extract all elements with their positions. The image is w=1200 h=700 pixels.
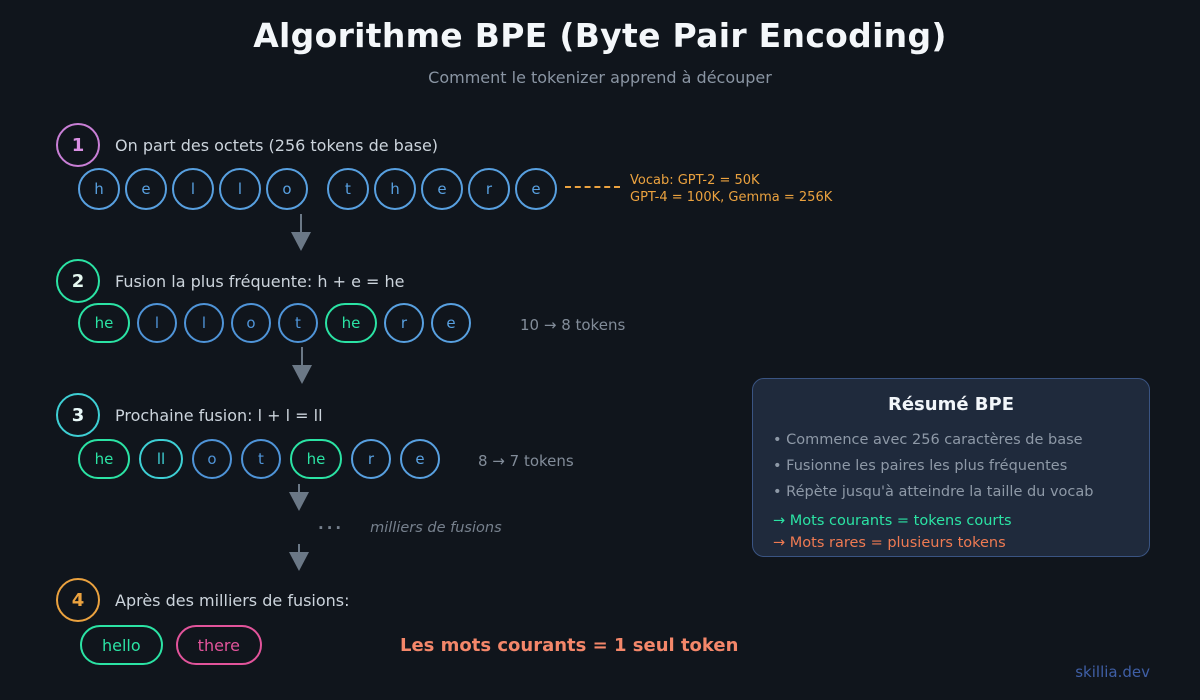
step-4-number: 4 bbox=[71, 589, 85, 611]
token: e bbox=[431, 303, 471, 343]
summary-title: Résumé BPE bbox=[887, 394, 1015, 415]
token-row-2: he l l o t he r e bbox=[78, 303, 478, 343]
summary-note-rare-words: → Mots rares = plusieurs tokens bbox=[773, 535, 1006, 551]
down-arrow-icon bbox=[289, 484, 309, 511]
step-1-number: 1 bbox=[71, 134, 85, 156]
arrow-stem bbox=[297, 544, 301, 552]
step-3-badge: 3 bbox=[56, 393, 100, 437]
token: o bbox=[266, 168, 308, 210]
token: e bbox=[515, 168, 557, 210]
token: r bbox=[384, 303, 424, 343]
step-1-header: 1 On part des octets (256 tokens de base… bbox=[56, 123, 438, 167]
step-4-badge: 4 bbox=[56, 578, 100, 622]
summary-bullet-list: • Commence avec 256 caractères de base •… bbox=[773, 432, 1129, 500]
arrow-head bbox=[289, 552, 309, 571]
down-arrow-icon bbox=[291, 214, 311, 251]
token: t bbox=[241, 439, 281, 479]
token-row-3: he ll o t he r e bbox=[78, 439, 449, 479]
summary-bullet: • Commence avec 256 caractères de base bbox=[773, 432, 1083, 448]
token: h bbox=[374, 168, 416, 210]
token: l bbox=[184, 303, 224, 343]
vocab-line-1: Vocab: GPT-2 = 50K bbox=[630, 173, 760, 188]
token: hello bbox=[80, 625, 163, 665]
page-subtitle: Comment le tokenizer apprend à découper bbox=[428, 68, 772, 87]
summary-note-common-words: → Mots courants = tokens courts bbox=[773, 513, 1012, 529]
token: he bbox=[78, 303, 130, 343]
token-row-1: h e l l o t h e r e bbox=[78, 168, 562, 210]
page-title: Algorithme BPE (Byte Pair Encoding) bbox=[253, 16, 947, 55]
ellipsis-dots: ··· bbox=[318, 519, 345, 537]
arrow-stem bbox=[297, 484, 301, 492]
token: e bbox=[421, 168, 463, 210]
arrow-head bbox=[292, 365, 312, 384]
token: he bbox=[325, 303, 377, 343]
step-1-label: On part des octets (256 tokens de base) bbox=[115, 135, 439, 155]
token-row-4: hello there bbox=[80, 625, 275, 665]
down-arrow-icon bbox=[292, 347, 312, 384]
token: e bbox=[125, 168, 167, 210]
token: r bbox=[468, 168, 510, 210]
token: e bbox=[400, 439, 440, 479]
vocab-dashed-connector bbox=[565, 186, 620, 188]
token: t bbox=[278, 303, 318, 343]
step-1-badge: 1 bbox=[56, 123, 100, 167]
token: l bbox=[137, 303, 177, 343]
token: there bbox=[175, 625, 262, 665]
step-4-label: Après des milliers de fusions: bbox=[115, 590, 350, 610]
step-3-header: 3 Prochaine fusion: l + l = ll bbox=[56, 393, 323, 437]
token: h bbox=[78, 168, 120, 210]
token: he bbox=[78, 439, 130, 479]
token-count-step-2: 10 → 8 tokens bbox=[520, 316, 626, 334]
token: l bbox=[219, 168, 261, 210]
vocab-annotation: Vocab: GPT-2 = 50K GPT-4 = 100K, Gemma =… bbox=[630, 173, 832, 206]
conclusion-text: Les mots courants = 1 seul token bbox=[400, 635, 739, 656]
token: l bbox=[172, 168, 214, 210]
step-2-header: 2 Fusion la plus fréquente: h + e = he bbox=[56, 259, 404, 303]
token-count-step-3: 8 → 7 tokens bbox=[478, 452, 574, 470]
step-2-number: 2 bbox=[71, 270, 85, 292]
ellipsis-annotation: ··· milliers de fusions bbox=[318, 519, 502, 537]
step-4-header: 4 Après des milliers de fusions: bbox=[56, 578, 350, 622]
step-3-number: 3 bbox=[71, 404, 85, 426]
down-arrow-icon bbox=[289, 544, 309, 571]
step-2-label: Fusion la plus fréquente: h + e = he bbox=[115, 271, 405, 291]
brand-link[interactable]: skillia.dev bbox=[1075, 663, 1150, 681]
step-2-badge: 2 bbox=[56, 259, 100, 303]
step-3-label: Prochaine fusion: l + l = ll bbox=[115, 405, 323, 425]
token: r bbox=[351, 439, 391, 479]
vocab-line-2: GPT-4 = 100K, Gemma = 256K bbox=[630, 189, 833, 205]
token: t bbox=[327, 168, 369, 210]
token: ll bbox=[139, 439, 183, 479]
arrow-stem bbox=[299, 214, 303, 232]
summary-panel: Résumé BPE • Commence avec 256 caractère… bbox=[752, 378, 1150, 557]
summary-bullet: • Fusionne les paires les plus fréquente… bbox=[773, 458, 1068, 474]
token: o bbox=[231, 303, 271, 343]
token: o bbox=[192, 439, 232, 479]
token: he bbox=[290, 439, 342, 479]
arrow-head bbox=[289, 492, 309, 511]
summary-bullet: • Répète jusqu'à atteindre la taille du … bbox=[773, 484, 1094, 500]
arrow-stem bbox=[300, 347, 304, 365]
arrow-head bbox=[291, 232, 311, 251]
thousands-of-merges-label: milliers de fusions bbox=[370, 520, 502, 536]
